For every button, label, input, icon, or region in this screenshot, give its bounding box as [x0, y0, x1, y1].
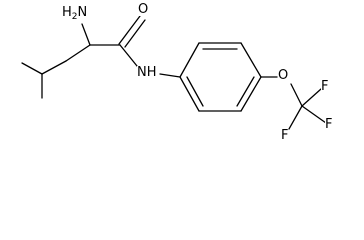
ring-bond-6 — [179, 76, 200, 112]
bond-alpha-amine — [81, 23, 91, 46]
bond-oxygen-cf3 — [290, 83, 303, 107]
bond-nh-ring — [159, 73, 181, 78]
bond-carbonyl-double-b — [124, 19, 146, 48]
amide-nh-label: NH — [137, 65, 157, 80]
ether-oxygen-label: O — [278, 68, 289, 83]
bond-carbonyl-double-a — [118, 15, 141, 45]
fluorine-right-label: F — [325, 117, 333, 132]
ring-bond-1 — [179, 42, 200, 78]
skeletal-formula — [21, 15, 327, 130]
ring-bond-4 — [240, 76, 262, 112]
ring-bond-3 — [240, 42, 262, 78]
amine-label: H2N — [62, 5, 88, 22]
bond-methyl-1 — [21, 62, 43, 75]
fluorine-top-label: F — [321, 79, 329, 94]
carbonyl-oxygen-label: O — [138, 2, 149, 17]
fluorine-bottom-label: F — [281, 128, 289, 143]
bond-cf3-fbottom — [288, 105, 303, 130]
bond-cf3-ftop — [301, 88, 322, 107]
bond-ch2-alpha — [65, 44, 91, 62]
ring-inner-bond-3 — [186, 76, 204, 107]
bond-cf3-fright — [301, 105, 327, 124]
ring-inner-bond-2 — [236, 76, 255, 107]
bond-ch-ch2 — [41, 60, 67, 75]
structure-canvas: H2N O NH O F F F — [21, 2, 333, 143]
bond-carbonyl-nh — [119, 44, 138, 67]
